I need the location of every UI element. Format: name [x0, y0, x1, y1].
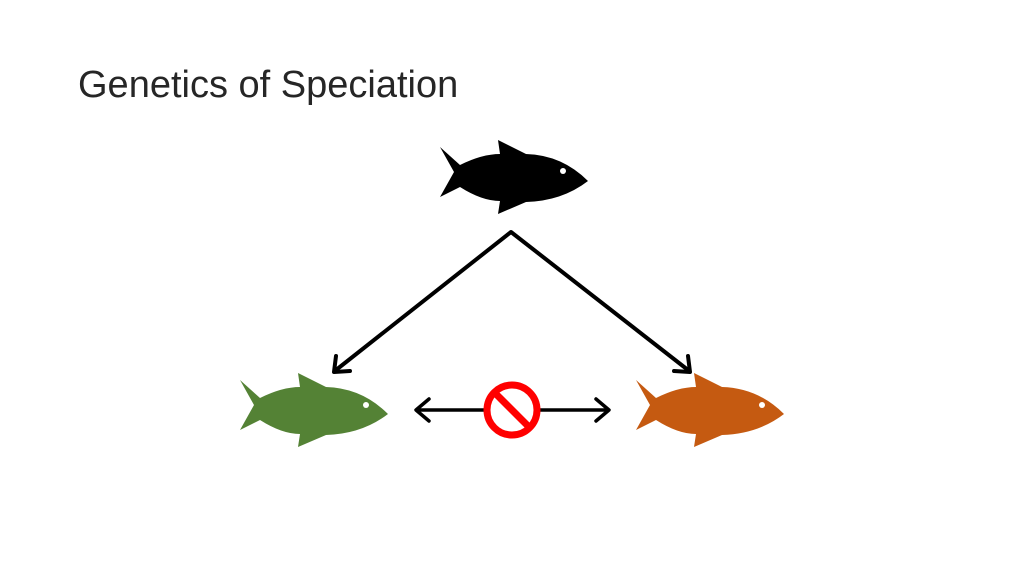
- slide-title: Genetics of Speciation: [78, 64, 459, 106]
- divergence-arrows: [332, 230, 692, 374]
- ancestor-fish-icon: [440, 140, 588, 214]
- fish-eye: [363, 402, 369, 408]
- arrow-right-head: [672, 354, 692, 374]
- arrow-left: [334, 230, 690, 372]
- descendant-fish-right-icon: [636, 373, 784, 447]
- fish-eye: [560, 168, 566, 174]
- descendant-fish-left-icon: [240, 373, 388, 447]
- arrow-left-head: [332, 354, 352, 374]
- fish-eye: [759, 402, 765, 408]
- prohibited-icon: [483, 381, 541, 439]
